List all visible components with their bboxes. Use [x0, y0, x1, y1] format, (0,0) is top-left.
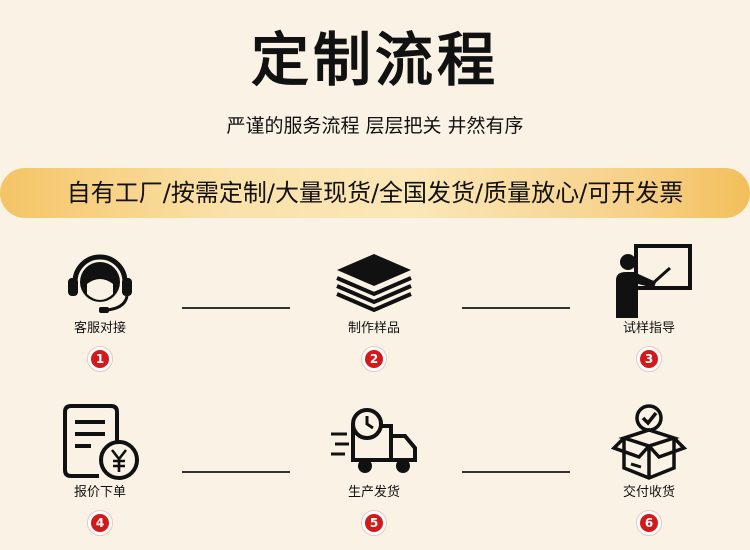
- feature-banner: 自有工厂/按需定制/大量现货/全国发货/质量放心/可开发票: [0, 168, 750, 218]
- teacher-blackboard-icon: [616, 244, 692, 318]
- connector-line: [462, 471, 570, 473]
- step-label: 试样指导: [622, 321, 675, 336]
- step-number-badge: 3: [636, 346, 662, 372]
- step-number-badge: 6: [636, 510, 662, 536]
- step-label: 交付收货: [622, 485, 675, 500]
- package-received-icon: [610, 404, 688, 480]
- process-step-delivery-receipt: 交付收货 6: [584, 402, 714, 536]
- step-number-badge: 5: [361, 510, 387, 536]
- customer-service-headset-icon: [68, 254, 132, 313]
- step-label: 制作样品: [347, 321, 400, 336]
- process-step-production-shipping: 生产发货 5: [309, 402, 439, 536]
- page-subtitle: 严谨的服务流程 层层把关 井然有序: [226, 115, 524, 137]
- connector-line: [182, 471, 290, 473]
- page-title: 定制流程: [250, 26, 499, 94]
- quote-invoice-yen-icon: [63, 404, 139, 480]
- delivery-truck-icon: [331, 408, 417, 473]
- process-step-sample-making: 制作样品 2: [309, 238, 439, 372]
- step-number-badge: 4: [87, 510, 113, 536]
- connector-line: [462, 307, 570, 309]
- layered-samples-icon: [336, 254, 412, 313]
- step-number-badge: 2: [361, 346, 387, 372]
- process-step-quote-order: 报价下单 4: [35, 402, 165, 536]
- process-step-trial-guidance: 试样指导 3: [584, 238, 714, 372]
- step-label: 报价下单: [73, 485, 126, 500]
- connector-line: [182, 307, 290, 309]
- process-step-customer-service: 客服对接 1: [35, 238, 165, 372]
- step-label: 生产发货: [347, 485, 400, 500]
- step-number-badge: 1: [87, 346, 113, 372]
- step-label: 客服对接: [73, 321, 126, 336]
